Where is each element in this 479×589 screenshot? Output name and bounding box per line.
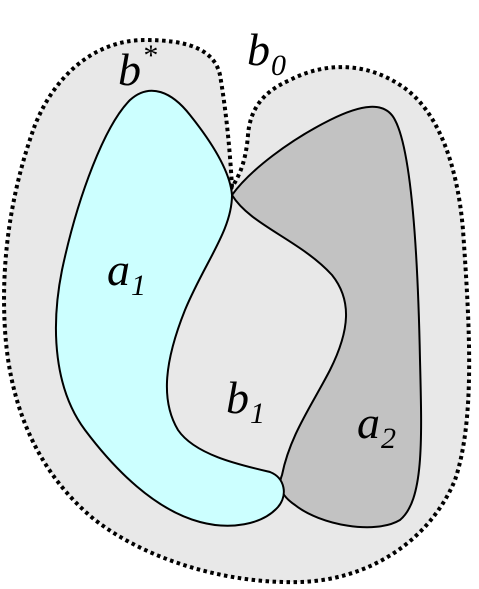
label-b1-base: b (226, 372, 249, 423)
label-b0-sub: 0 (271, 49, 286, 82)
label-b0-base: b (247, 24, 270, 75)
region-a2 (230, 105, 423, 529)
label-b1: b1 (226, 372, 265, 430)
label-a1-base: a (107, 244, 130, 295)
label-b-star-base: b (118, 44, 141, 95)
label-a2: a2 (357, 397, 396, 455)
label-b0: b0 (247, 24, 286, 82)
label-b-star-sup: * (142, 39, 157, 72)
region-b1 (166, 195, 345, 480)
region-a1 (55, 89, 285, 527)
label-a2-base: a (357, 397, 380, 448)
label-a1-sub: 1 (131, 269, 146, 302)
label-a2-sub: 2 (381, 422, 396, 455)
label-b-star: b* (118, 39, 157, 95)
label-a1: a1 (107, 244, 146, 302)
label-b1-sub: 1 (250, 397, 265, 430)
